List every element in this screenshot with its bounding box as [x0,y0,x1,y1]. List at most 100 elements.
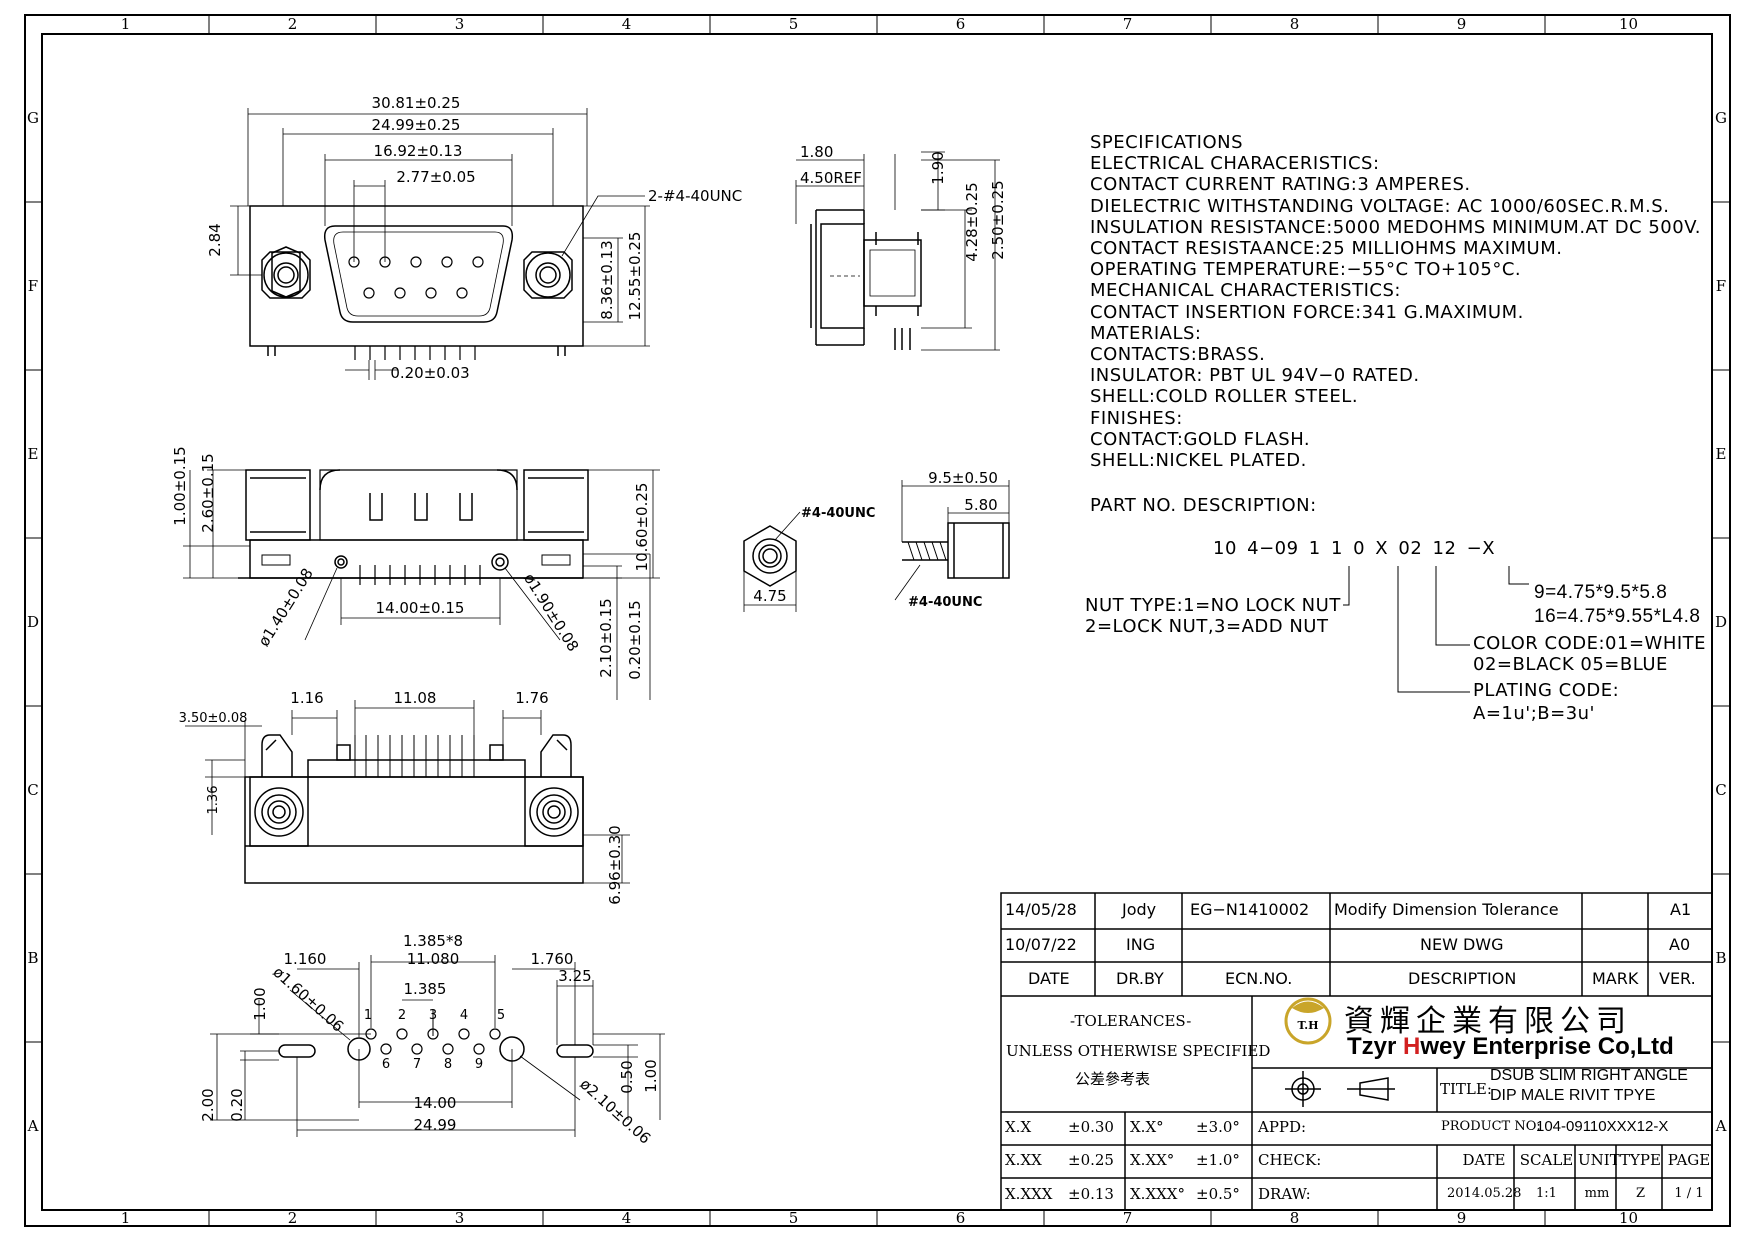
frame-row-label: B [1715,949,1726,967]
front-view [249,205,584,360]
frame-col-label: 1 [121,15,131,33]
spec-line: SPECIFICATIONS [1090,132,1244,153]
dim-pcb-1160: 1.160 [284,950,327,968]
tolerance-cell: ±0.30 [1068,1118,1114,1136]
company-name-chinese: 資輝企業有限公司 [1344,1004,1632,1039]
frame-row-label: F [28,277,38,295]
rev-ecn: EG−N1410002 [1190,900,1310,919]
dim-front-284: 2.84 [206,223,224,256]
frame-row-label: F [1716,277,1726,295]
color-code-2: 02=BLACK 05=BLUE [1473,654,1668,675]
dim-bottom-100: 1.00±0.15 [171,446,189,525]
product-no-value: 104-09110XXX12-X [1536,1118,1669,1135]
dim-side-428: 4.28±0.25 [963,182,981,261]
rev-desc: Modify Dimension Tolerance [1334,900,1559,919]
nut-type-line-2: 2=LOCK NUT,3=ADD NUT [1085,616,1329,637]
dim-pcb-1385x8: 1.385*8 [403,932,463,950]
dim-pcb-160-dia: ø1.60±0.06 [269,963,347,1036]
spec-line: INSULATOR: PBT UL 94V−0 RATED. [1090,365,1420,387]
drawing-symbols [1285,1071,1395,1107]
screw-view [902,522,1010,579]
frame-col-label: 6 [956,15,966,33]
dim-pcb-325: 3.25 [558,967,591,985]
logo-mark: T.H [1298,1019,1319,1032]
rev-header-date: DATE [1028,969,1070,988]
bottom-view-dims [183,469,660,700]
dim-front-overall: 30.81±0.25 [372,94,461,112]
rev-by: Jody [1122,900,1157,919]
dim-side-450: 4.50REF [800,169,862,187]
top-view-dims [185,700,630,884]
drawing-title-line-2: DIP MALE RIVIT TPYE [1490,1087,1656,1104]
appd-label: APPD: [1258,1118,1307,1136]
title-block-col-header: PAGE [1667,1151,1711,1169]
frame-row-label: B [27,949,38,967]
frame-col-label: 6 [956,1209,966,1227]
frame-row-label: G [1715,109,1727,127]
part-no-code: 10 4−09 1 1 0 X 02 12 −X [1213,538,1496,559]
dim-side-190: 1.90 [929,151,947,184]
rev-date: 10/07/22 [1005,935,1077,954]
dim-front-836: 8.36±0.13 [598,240,616,319]
pin-label: 1 [364,1008,372,1023]
rev-desc: NEW DWG [1420,935,1504,954]
screw-length-1: 9=4.75*9.5*5.8 [1534,582,1668,603]
dim-bottom-260: 2.60±0.15 [199,453,217,532]
dim-front-thread: 2-#4-40UNC [648,187,742,205]
draw-label: DRAW: [1258,1185,1311,1203]
tolerance-cell: X.X° [1130,1118,1164,1136]
tolerance-chinese: 公差參考表 [1075,1070,1151,1088]
dim-pcb-050: 0.50 [618,1060,636,1093]
spec-line: CONTACT:GOLD FLASH. [1090,428,1311,450]
spec-line: CONTACT INSERTION FORCE:341 G.MAXIMUM. [1090,301,1524,323]
spec-line: CONTACTS:BRASS. [1090,344,1266,365]
dim-front-shell: 16.92±0.13 [374,142,463,160]
dim-pcb-1400: 14.00 [414,1094,457,1112]
spec-line: SHELL:NICKEL PLATED. [1090,450,1307,471]
rev-header-by: DR.BY [1116,969,1164,988]
spec-line: SHELL:COLD ROLLER STEEL. [1090,386,1359,408]
frame-col-label: 3 [455,1209,465,1227]
frame-row-label: G [27,109,39,127]
check-label: CHECK: [1258,1151,1322,1169]
nut-type-line-1: NUT TYPE:1=NO LOCK NUT [1085,595,1341,616]
rev-header-desc: DESCRIPTION [1408,969,1517,988]
title-block-col-value: mm [1584,1186,1610,1201]
tolerance-cell: X.XXX° [1130,1185,1185,1203]
frame-row-label: C [27,781,38,799]
title-block-col-value: 1:1 [1536,1186,1557,1201]
frame-col-label: 1 [121,1209,131,1227]
bottom-view [238,469,589,585]
spec-line: CONTACT RESISTAANCE:25 MILLIOHMS MAXIMUM… [1090,238,1563,259]
plating-code-2: A=1u';B=3u' [1473,703,1596,724]
title-block-col-value: 2014.05.28 [1447,1186,1522,1201]
tolerance-cell: ±1.0° [1196,1151,1240,1169]
tolerance-cell: ±0.5° [1196,1185,1240,1203]
nut-thread-label: #4-40UNC [801,506,875,521]
spec-line: ELECTRICAL CHARACERISTICS: [1090,153,1380,175]
frame-row-label: E [1716,445,1727,463]
spec-line: FINISHES: [1090,407,1183,429]
dim-top-350: 3.50±0.08 [179,711,248,726]
tolerance-cell: ±3.0° [1196,1118,1240,1136]
frame-col-label: 8 [1290,1209,1300,1227]
pcb-dims [210,955,665,1137]
part-no-title: PART NO. DESCRIPTION: [1090,495,1317,516]
dim-pcb-11080: 11.080 [407,950,460,968]
spec-line: OPERATING TEMPERATURE:−55°C TO+105°C. [1090,259,1522,281]
title-block-col-value: 1 / 1 [1674,1186,1704,1201]
rev-header-mark: MARK [1592,969,1639,988]
rev-ver: A1 [1670,900,1692,919]
pin-label: 4 [460,1008,468,1023]
frame-col-label: 10 [1619,1209,1638,1227]
tolerance-cell: X.XX [1005,1151,1042,1169]
side-view [810,209,922,350]
frame-col-label: 9 [1457,1209,1467,1227]
dim-bottom-190-dia: ø1.90±0.08 [520,570,582,655]
rev-by: ING [1126,935,1156,954]
drawing-title-line-1: DSUB SLIM RIGHT ANGLE [1490,1067,1688,1084]
pin-label: 2 [398,1008,406,1023]
pin-label: 5 [497,1008,505,1023]
pin-label: 6 [382,1057,390,1072]
